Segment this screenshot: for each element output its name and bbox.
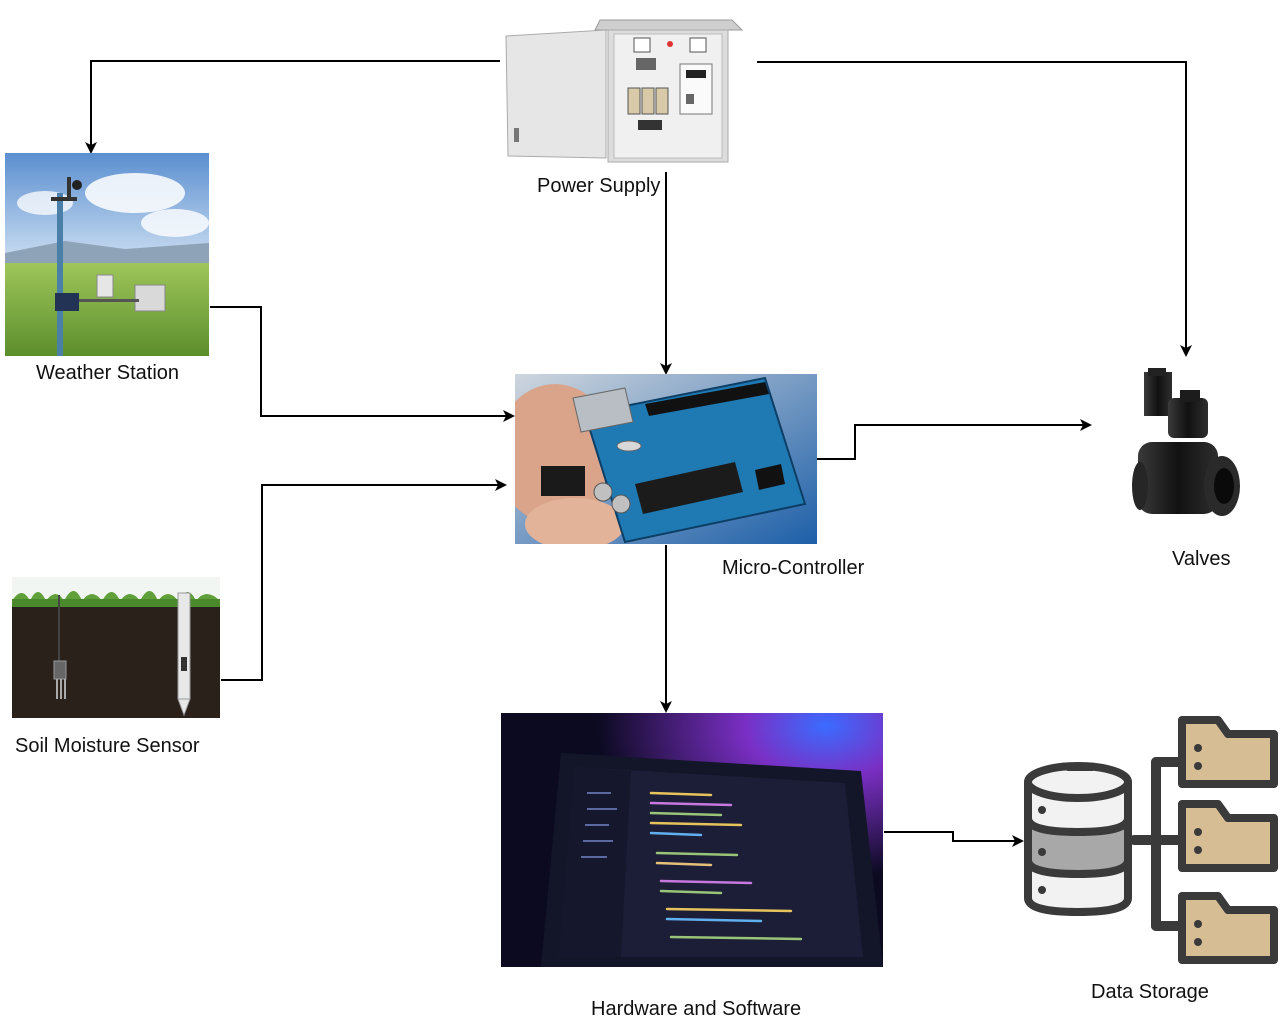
- edge-power-to-weather: [85, 60, 500, 154]
- edge-weather-to-controller: [210, 306, 515, 422]
- soil-moisture-sensor-icon: [12, 577, 220, 718]
- database-folders-icon: [1024, 716, 1278, 964]
- edge-controller-to-valves: [817, 419, 1092, 460]
- edge-soil-to-controller: [221, 479, 507, 681]
- weather-station-icon: [5, 153, 209, 356]
- micro-controller-label: Micro-Controller: [722, 557, 865, 579]
- data-storage-label: Data Storage: [1091, 981, 1209, 1003]
- laptop-code-screen-icon: [501, 713, 883, 967]
- power-supply-label: Power Supply: [537, 175, 661, 197]
- hardware-software-label: Hardware and Software: [591, 998, 802, 1020]
- edge-power-to-valves: [757, 61, 1192, 357]
- power-supply-cabinet-icon: [505, 19, 744, 163]
- valve-icon: [1132, 368, 1240, 516]
- valves-label: Valves: [1172, 548, 1231, 570]
- soil-moisture-sensor-label: Soil Moisture Sensor: [15, 735, 200, 757]
- micro-controller-board-icon: [515, 374, 817, 544]
- weather-station-label: Weather Station: [36, 362, 180, 384]
- edge-hardware-to-storage: [884, 831, 1024, 847]
